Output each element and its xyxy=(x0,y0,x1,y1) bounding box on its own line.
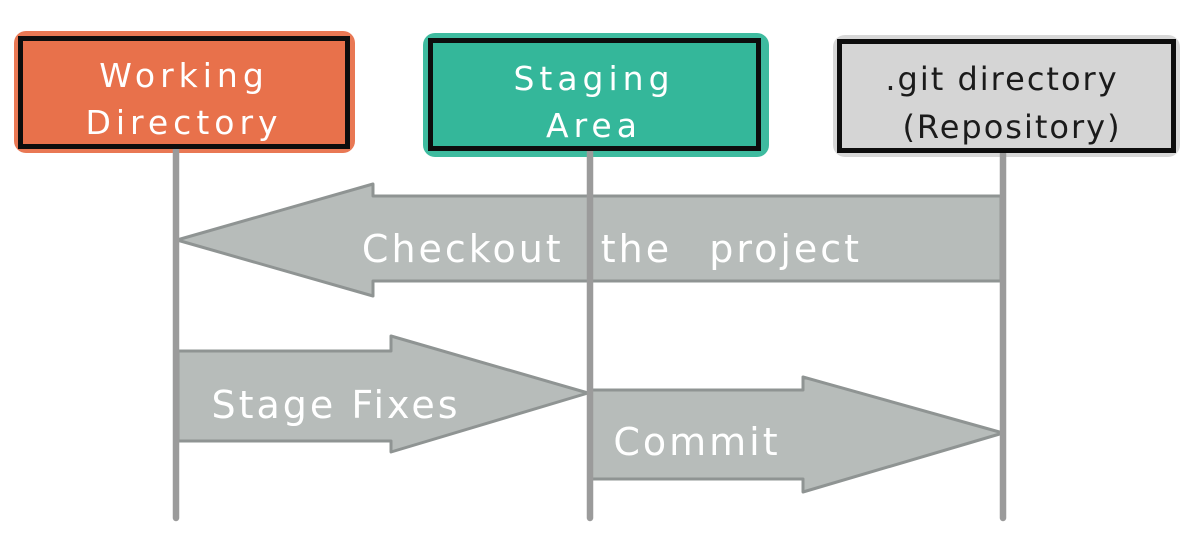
working-directory-label-line1: Working xyxy=(99,56,269,95)
commit-arrow xyxy=(589,375,1005,494)
stage-fixes-arrow-label: Stage Fixes xyxy=(211,383,460,427)
git-directory-box xyxy=(837,39,1176,153)
staging-area-label-line2: Area xyxy=(546,106,642,145)
git-directory-label-line2: (Repository) xyxy=(902,108,1121,146)
checkout-arrow-label: Checkout the project xyxy=(362,227,862,271)
working-directory-box xyxy=(18,36,350,149)
staging-area-box xyxy=(428,38,761,151)
staging-area-label-line1: Staging xyxy=(513,59,674,98)
stage-fixes-arrow xyxy=(176,334,590,454)
commit-arrow-label: Commit xyxy=(613,420,780,464)
git-directory-label-line1: .git directory xyxy=(885,60,1118,98)
working-directory-label-line2: Directory xyxy=(85,103,282,142)
